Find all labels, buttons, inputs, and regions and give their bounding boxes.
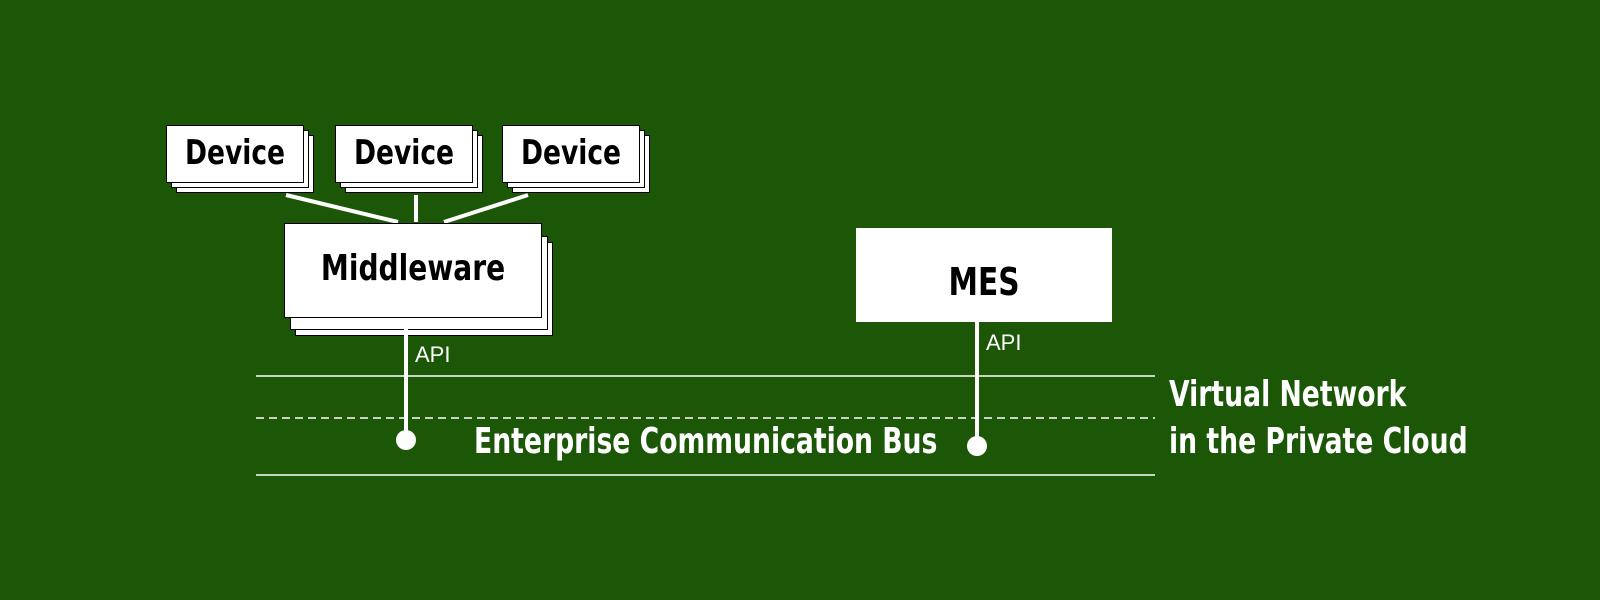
network-label-line2: in the Private Cloud bbox=[1169, 421, 1468, 462]
mes-bus-connector-dot bbox=[967, 436, 987, 456]
device-1-connector bbox=[285, 193, 399, 224]
mes-label: MES bbox=[948, 260, 1020, 304]
mes-api-label: API bbox=[986, 330, 1022, 355]
device-card bbox=[335, 125, 473, 183]
device-card bbox=[502, 125, 640, 183]
middleware-card bbox=[284, 223, 542, 318]
mes-api-stem bbox=[975, 322, 979, 444]
device-card bbox=[166, 125, 304, 183]
bus-label: Enterprise Communication Bus bbox=[474, 421, 938, 462]
device-label: Device bbox=[353, 133, 455, 173]
middleware-label: Middleware bbox=[320, 248, 506, 289]
network-label-line1: Virtual Network bbox=[1169, 374, 1407, 415]
device-label: Device bbox=[184, 133, 286, 173]
middleware-api-stem bbox=[404, 318, 408, 438]
middleware-bus-connector-dot bbox=[396, 430, 416, 450]
mes-card bbox=[856, 228, 1112, 322]
device-label: Device bbox=[520, 133, 622, 173]
device-3-connector bbox=[443, 193, 529, 224]
middleware-api-label: API bbox=[415, 342, 451, 367]
